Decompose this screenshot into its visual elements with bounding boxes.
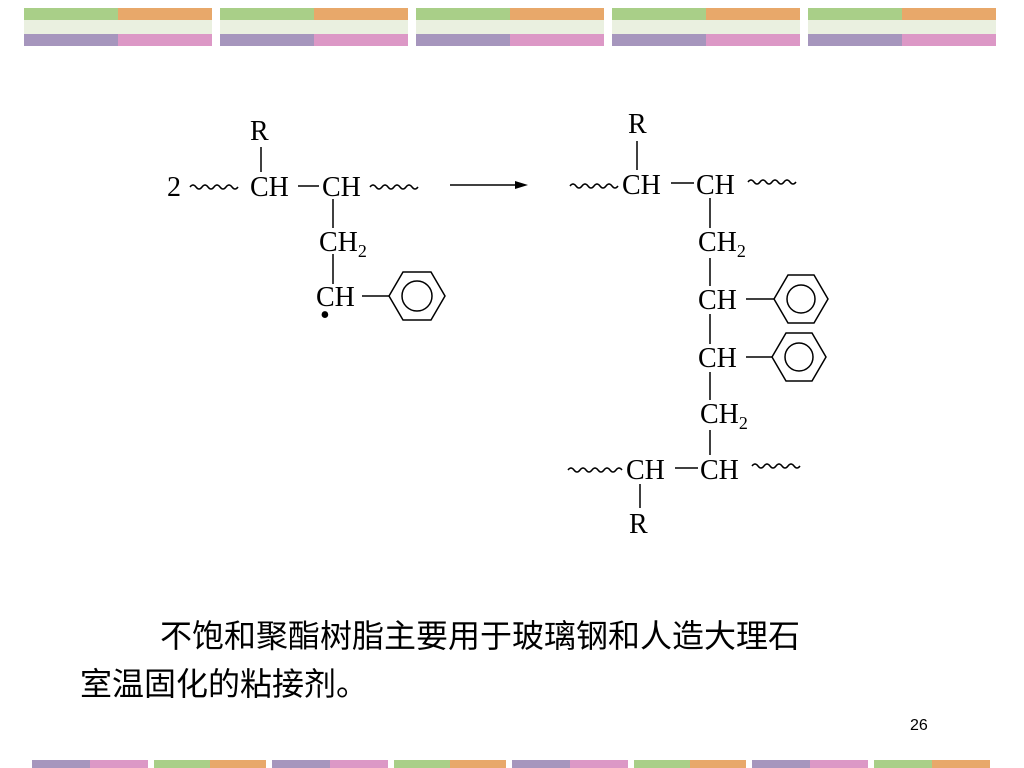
phenyl-ring-icon [388, 271, 446, 321]
product-CH2-lower: CH2 [700, 399, 748, 433]
phenyl-ring-icon [773, 274, 829, 324]
body-text-line-1: 不饱和聚酯树脂主要用于玻璃钢和人造大理石 [160, 617, 801, 655]
product-R-bottom: R [629, 509, 648, 540]
product-CH-top-2: CH [696, 170, 735, 201]
reactant-structure: 2 R CH CH CH2 CH • [167, 116, 446, 331]
reaction-arrow-icon [450, 181, 528, 189]
top-bar-5 [808, 8, 996, 46]
reactant-CH-radical: CH [316, 282, 355, 313]
body-paragraph: 不饱和聚酯树脂主要用于玻璃钢和人造大理石室温固化的粘接剂。 [80, 612, 970, 708]
phenyl-ring-icon [771, 332, 827, 382]
top-bar-1 [24, 8, 212, 46]
product-CH-bottom-1: CH [626, 455, 665, 486]
product-CH-phenyl-2: CH [698, 343, 737, 374]
reactant-wavy-left [189, 184, 239, 190]
reactant-CH-2: CH [322, 172, 361, 203]
bottom-bar-2 [154, 760, 266, 768]
reactant-R: R [250, 116, 269, 147]
bottom-bar-1 [32, 760, 148, 768]
body-text-line-2: 室温固化的粘接剂。 [80, 665, 369, 703]
bottom-bar-8 [874, 760, 990, 768]
reactant-CH-1: CH [250, 172, 289, 203]
reaction-diagram: 2 R CH CH CH2 CH • R CH CH CH2 [167, 109, 829, 540]
page-number: 26 [910, 717, 928, 734]
bottom-bar-5 [512, 760, 628, 768]
product-CH-bottom-2: CH [700, 455, 739, 486]
reactant-wavy-right [369, 184, 419, 190]
top-bar-3 [416, 8, 604, 46]
product-CH-top-1: CH [622, 170, 661, 201]
product-wavy-top-left [569, 183, 619, 189]
product-wavy-top-right [747, 179, 797, 185]
reactant-coefficient: 2 [167, 172, 181, 203]
top-bar-4 [612, 8, 800, 46]
bottom-bar-4 [394, 760, 506, 768]
bottom-bar-7 [752, 760, 868, 768]
product-structure: R CH CH CH2 CH CH CH2 CH CH R [567, 109, 829, 540]
bottom-bar-3 [272, 760, 388, 768]
radical-dot: • [320, 300, 330, 331]
product-R-top: R [628, 109, 647, 140]
bottom-bar-6 [634, 760, 746, 768]
reactant-CH2: CH2 [319, 227, 367, 261]
top-bar-2 [220, 8, 408, 46]
product-wavy-bottom-right [751, 463, 801, 469]
product-wavy-bottom-left [567, 467, 623, 473]
product-CH-phenyl-1: CH [698, 285, 737, 316]
product-CH2-upper: CH2 [698, 227, 746, 261]
